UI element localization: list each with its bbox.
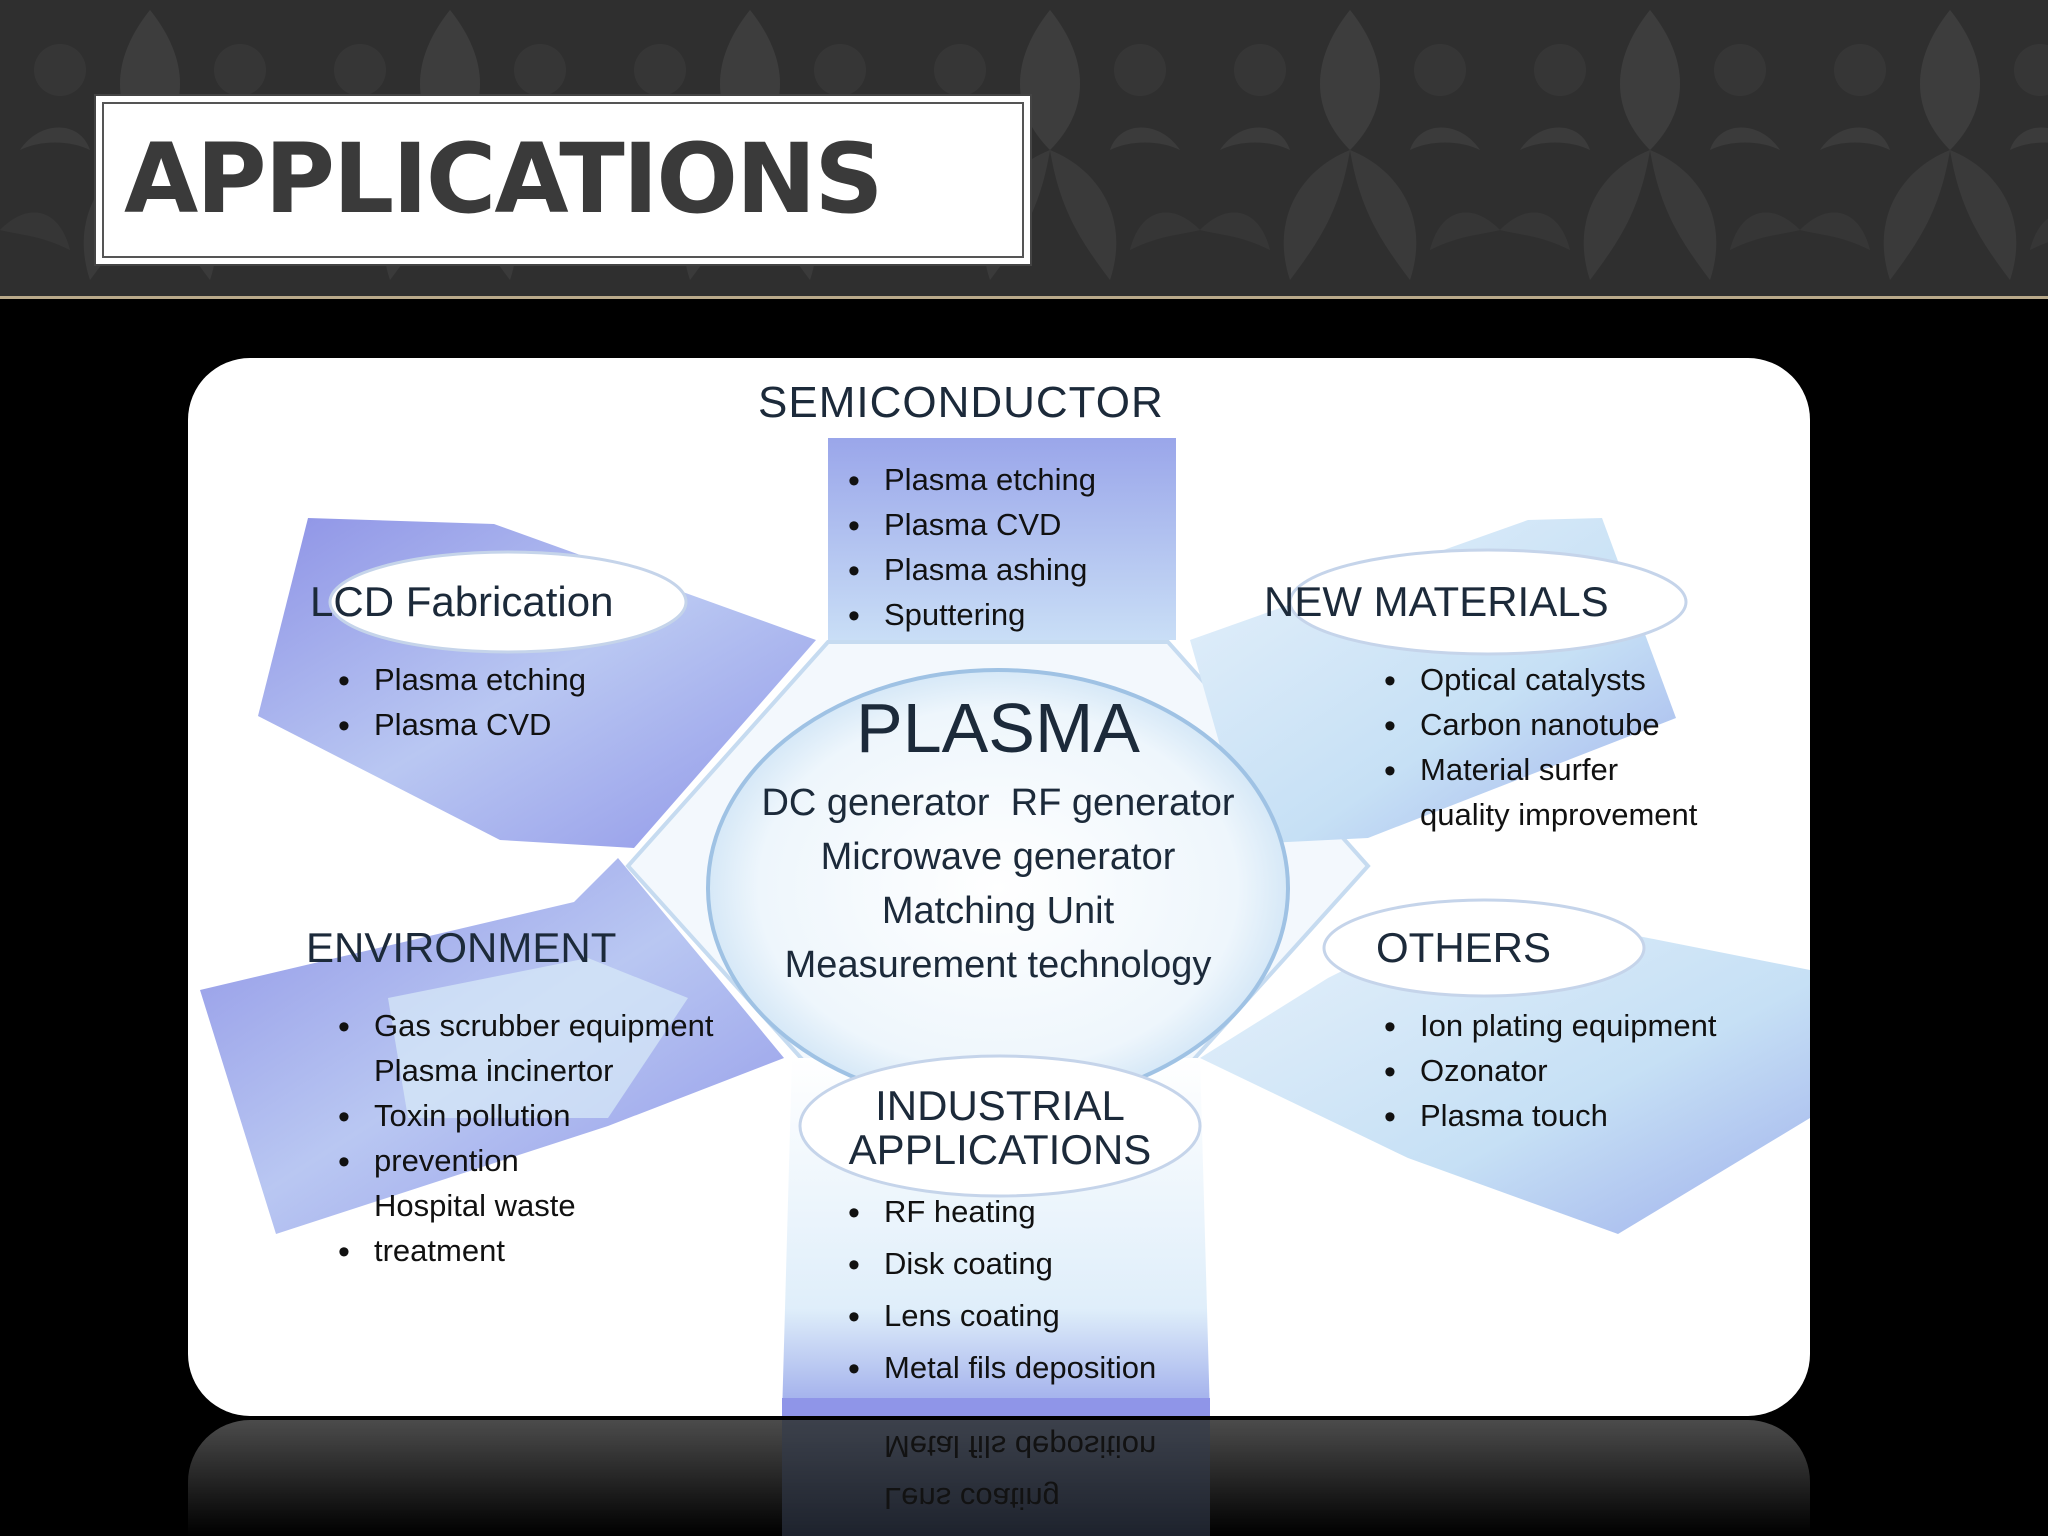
list-item: Lens coating (848, 1298, 1060, 1337)
list-item: Disk coating (848, 1246, 1053, 1285)
list-item: Plasma touch (1384, 1098, 1608, 1137)
plasma-line: Matching Unit (881, 890, 1115, 932)
plasma-line: DC generator RF generator (761, 782, 1235, 824)
plasma-line: Measurement technology (784, 944, 1212, 986)
list-item: Toxin pollution (338, 1098, 571, 1137)
industrial-heading: INDUSTRIAL (875, 1082, 1125, 1129)
semiconductor-heading: SEMICONDUCTOR (758, 378, 1164, 427)
list-item: RF heating (848, 1194, 1036, 1233)
reflection-text: Metal fils deposition (884, 1429, 1157, 1464)
title-box-frame (102, 102, 1024, 258)
reflection-text: Lens coating (884, 1481, 1060, 1516)
list-item: Plasma etching (848, 462, 1096, 501)
diagram-card: SEMICONDUCTOR Plasma etching Plasma CVD … (188, 358, 1810, 1416)
list-item-continued: Plasma incinertor (374, 1053, 614, 1088)
header-divider (0, 296, 2048, 299)
new-materials-heading: NEW MATERIALS (1264, 578, 1609, 625)
list-item: Optical catalysts (1384, 662, 1646, 701)
plasma-title: PLASMA (856, 689, 1140, 767)
reflection-shapes (188, 1420, 1810, 1536)
list-item-continued: Hospital waste (374, 1188, 576, 1223)
list-item: Ion plating equipment (1384, 1008, 1716, 1047)
others-heading: OTHERS (1376, 924, 1552, 971)
environment-heading: ENVIRONMENT (306, 924, 617, 971)
list-item: Plasma ashing (848, 552, 1087, 591)
lcd-heading: LCD Fabrication (310, 578, 614, 625)
list-item: Metal fils deposition (848, 1350, 1156, 1389)
title-box: APPLICATIONS (94, 94, 1032, 266)
list-item: Material surfer (1384, 752, 1618, 791)
list-item: Carbon nanotube (1384, 707, 1660, 746)
list-item-continued: quality improvement (1420, 797, 1698, 832)
list-item: Ozonator (1384, 1053, 1547, 1092)
lcd-label-oval (328, 550, 688, 654)
list-item: Plasma etching (338, 662, 586, 701)
diagram-reflection: Metal fils deposition Lens coating (188, 1420, 1810, 1536)
list-item: prevention (338, 1143, 519, 1182)
industrial-heading: APPLICATIONS (848, 1126, 1152, 1173)
new-materials-label-oval (1288, 548, 1688, 656)
list-item: Gas scrubber equipment (338, 1008, 714, 1047)
slide-title: APPLICATIONS (124, 123, 883, 235)
others-label-oval (1322, 898, 1646, 998)
list-item: Plasma CVD (338, 707, 552, 746)
list-item: treatment (338, 1233, 505, 1272)
list-item: Sputtering (848, 597, 1025, 636)
list-item: Plasma CVD (848, 507, 1062, 546)
plasma-line: Microwave generator (820, 836, 1176, 878)
